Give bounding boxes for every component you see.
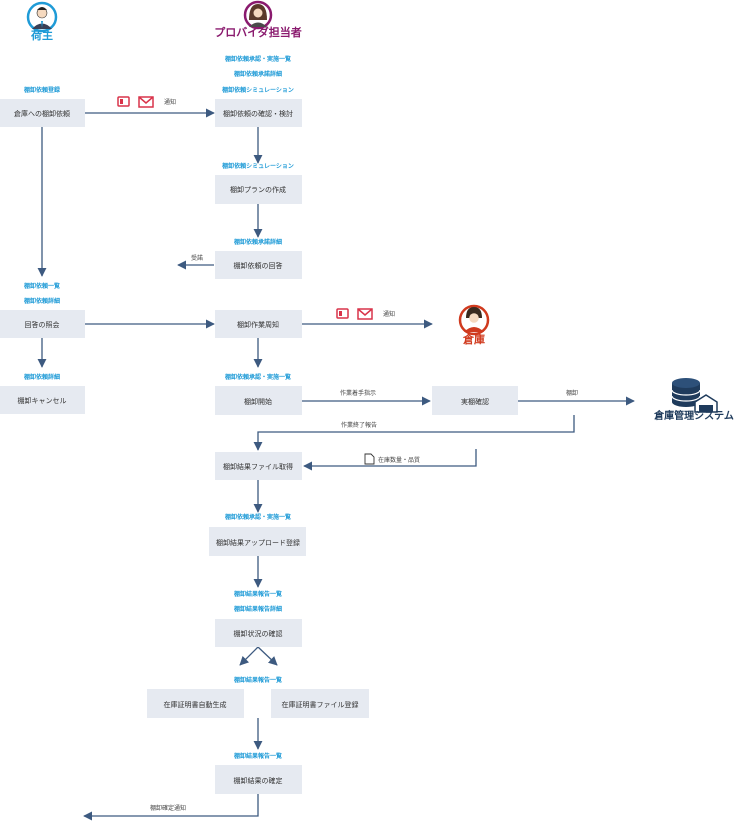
process-box-inquiry: 回答の照会: [0, 310, 85, 338]
arrow-end-report: [253, 415, 575, 451]
process-box-reply: 棚卸依頼の回答: [215, 251, 302, 279]
screen-label: 棚卸結果報告一覧: [234, 676, 282, 684]
process-box-confirm: 棚卸結果の確定: [215, 765, 302, 794]
tanaoroshi-label: 棚卸: [566, 389, 578, 397]
process-box-cert-file: 在庫証明書ファイル登録: [271, 689, 369, 718]
warehouse-label: 倉庫: [462, 332, 485, 346]
arrow-stock-data: [303, 449, 477, 471]
screen-label: 棚卸依頼詳細: [24, 373, 60, 381]
screen-label: 棚卸結果報告一覧: [234, 590, 282, 598]
process-label: 棚卸結果の確定: [234, 776, 283, 785]
warehouse-actor: 倉庫: [458, 304, 490, 346]
process-label: 棚卸結果ファイル取得: [223, 462, 293, 471]
arrow-status-auto: [239, 646, 259, 666]
shipper-actor: 荷主: [26, 1, 58, 42]
connectors: [37, 108, 635, 821]
process-box-upload: 棚卸結果アップロード登録: [209, 527, 306, 556]
process-label: 棚卸依頼の確認・検討: [223, 109, 293, 118]
process-label: 棚卸状況の確認: [234, 629, 283, 638]
screen-label: 棚卸依頼承諾詳細: [234, 238, 282, 246]
process-label: 回答の照会: [25, 320, 60, 329]
screen-label: 棚卸依頼登録: [24, 86, 61, 94]
process-box-cert-auto: 在庫証明書自動生成: [147, 689, 244, 718]
process-label: 棚卸作業周知: [237, 320, 279, 329]
mail-icon: [138, 96, 154, 108]
system-label: 倉庫管理システム: [653, 409, 734, 422]
shipper-label: 荷主: [30, 28, 53, 42]
mail-icon: [357, 308, 373, 320]
provider-avatar-icon: [243, 0, 273, 30]
final-notice-label: 棚卸確定通知: [150, 804, 186, 812]
screen-label: 棚卸結果報告一覧: [234, 752, 282, 760]
process-box-get-file: 棚卸結果ファイル取得: [215, 452, 302, 480]
notice-label: 通知: [164, 98, 176, 106]
phone-icon: [117, 96, 130, 107]
process-label: 在庫証明書ファイル登録: [282, 700, 359, 709]
process-label: 棚卸依頼の回答: [234, 261, 283, 270]
arrow-final-notice: [83, 794, 259, 821]
process-box-inspect: 実棚確認: [432, 386, 518, 415]
screen-label: 棚卸依頼シミュレーション: [222, 86, 294, 94]
provider-actor: プロバイダ担当者: [214, 0, 302, 39]
process-label: 棚卸結果アップロード登録: [216, 538, 300, 547]
work-start-label: 作業着手指示: [340, 389, 376, 397]
screen-label: 棚卸依頼承認・実施一覧: [225, 513, 291, 521]
provider-label: プロバイダ担当者: [214, 25, 302, 39]
process-label: 倉庫への棚卸依頼: [14, 109, 70, 118]
accept-label: 受諾: [191, 254, 203, 262]
process-label: 在庫証明書自動生成: [164, 700, 227, 709]
phone-icon: [336, 308, 349, 319]
arrow-status-file: [257, 646, 278, 666]
screen-label: 棚卸依頼承認・実施一覧: [225, 373, 291, 381]
screen-label: 棚卸依頼一覧: [24, 282, 60, 290]
process-label: 棚卸プランの作成: [230, 185, 286, 194]
screen-label: 棚卸結果報告詳細: [234, 605, 282, 613]
process-box-notify-work: 棚卸作業周知: [215, 310, 302, 338]
process-box-status: 棚卸状況の確認: [215, 619, 302, 647]
process-label: 棚卸キャンセル: [18, 396, 67, 405]
process-label: 棚卸開始: [244, 397, 272, 406]
notice-label: 通知: [383, 310, 395, 318]
shipper-avatar-icon: [26, 1, 58, 33]
screen-label: 棚卸依頼詳細: [24, 297, 60, 305]
database-icon: [671, 378, 718, 413]
system-actor: 倉庫管理システム: [653, 378, 734, 422]
process-box-review: 棚卸依頼の確認・検討: [215, 99, 302, 127]
stock-label: 在庫数量・品質: [378, 456, 420, 464]
process-box-start: 棚卸開始: [215, 386, 302, 415]
warehouse-avatar-icon: [458, 304, 490, 336]
process-box-request: 倉庫への棚卸依頼: [0, 99, 85, 127]
screen-label: 棚卸依頼承認・実施一覧: [225, 55, 291, 63]
screen-label: 棚卸依頼シミュレーション: [222, 162, 294, 170]
process-box-cancel: 棚卸キャンセル: [0, 386, 85, 414]
screen-label: 棚卸依頼承諾詳細: [234, 70, 282, 78]
process-box-plan: 棚卸プランの作成: [215, 175, 302, 204]
document-icon: [364, 453, 375, 465]
work-end-label: 作業終了報告: [341, 421, 377, 429]
process-label: 実棚確認: [461, 397, 489, 406]
